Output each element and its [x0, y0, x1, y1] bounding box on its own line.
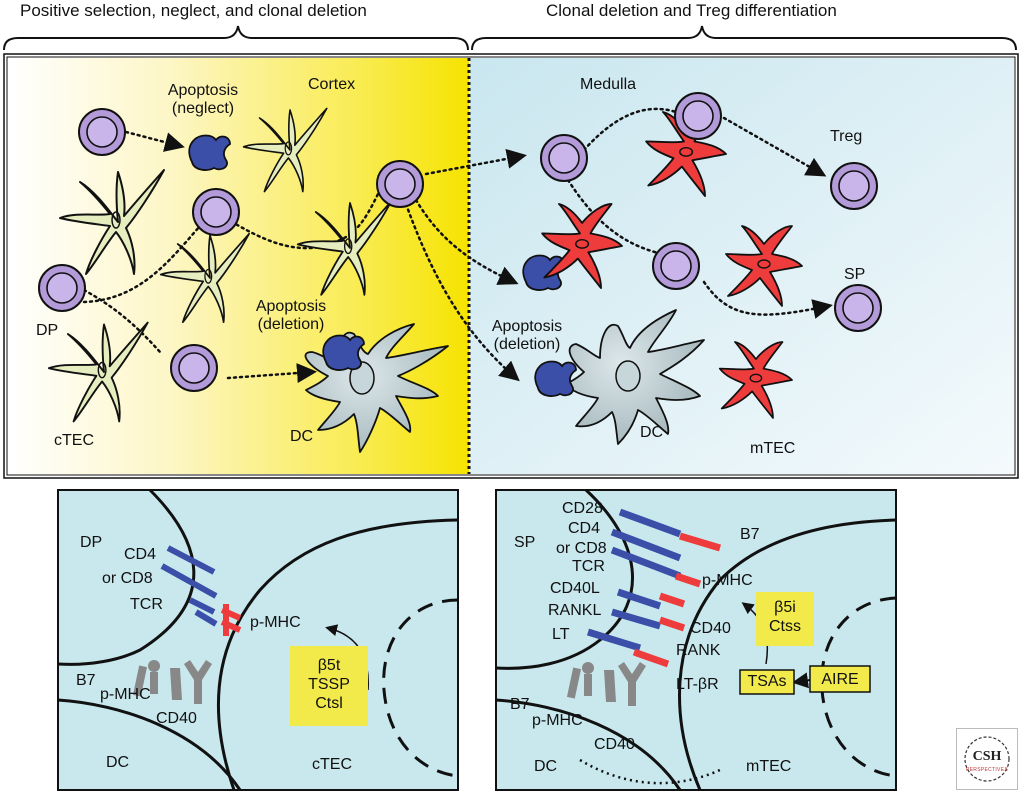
thymocyte-icon	[674, 92, 722, 140]
thymocyte-icon	[834, 284, 882, 332]
ctec-interaction-panel	[57, 489, 459, 791]
dc-cortex-label: DC	[290, 428, 314, 445]
thymocyte-icon	[170, 344, 218, 392]
br-p-mhc-dc-label: p-MHC	[532, 712, 583, 729]
right-brace	[471, 25, 1017, 51]
thymocyte-icon	[376, 160, 424, 208]
br-cd40-label: CD40	[690, 620, 731, 637]
br-cd40l-label: CD40L	[550, 580, 600, 597]
bl-tcr-label: TCR	[130, 596, 163, 613]
br-cd4-label: CD4	[568, 520, 601, 537]
br-cd28-label: CD28	[562, 500, 603, 517]
br-aire-box: AIRE	[821, 671, 859, 688]
bl-dc-label: DC	[106, 754, 130, 771]
br-rankl-label: RANKL	[548, 602, 602, 619]
bl-cd4-label: CD4	[124, 546, 157, 563]
br-rank-label: RANK	[676, 642, 721, 659]
apoptotic-cell-icon	[188, 134, 231, 171]
bl-dp-label: DP	[80, 534, 103, 551]
bl-cd40-label: CD40	[156, 710, 197, 727]
medulla-label: Medulla	[580, 76, 637, 93]
thymocyte-icon	[652, 242, 700, 290]
cortex-label: Cortex	[308, 76, 356, 93]
bl-or-cd8-label: or CD8	[102, 570, 153, 587]
apoptosis-deletion-cortex-label: Apoptosis(deletion)	[255, 298, 327, 333]
br-or-cd8-label: or CD8	[556, 540, 607, 557]
br-sp-label: SP	[514, 534, 536, 551]
mtec-label: mTEC	[750, 440, 796, 457]
br-lt-label: LT	[552, 626, 570, 643]
right-header: Clonal deletion and Treg differentiation	[546, 1, 837, 20]
br-tcr-label: TCR	[572, 558, 605, 575]
left-brace	[3, 25, 469, 51]
thymocyte-icon	[540, 134, 588, 182]
thymocyte-icon	[78, 108, 126, 156]
apoptotic-cell-icon	[322, 334, 365, 371]
bl-p-mhc-label: p-MHC	[250, 614, 301, 631]
br-dc-label: DC	[534, 758, 558, 775]
br-cd40-dc-label: CD40	[594, 736, 635, 753]
apoptosis-neglect-label: Apoptosis(neglect)	[167, 82, 239, 117]
csh-logo-icon: CSH PERSPECTIVES	[956, 728, 1018, 790]
thymocyte-icon	[38, 264, 86, 312]
sp-label: SP	[844, 266, 866, 283]
dc-medulla-label: DC	[640, 424, 664, 441]
treg-label: Treg	[830, 128, 863, 145]
bl-p-mhc-dc-label: p-MHC	[100, 686, 151, 703]
br-b7-label: B7	[740, 526, 760, 543]
br-tsas-box: TSAs	[747, 673, 787, 690]
bl-b7-label: B7	[76, 672, 96, 689]
apoptotic-cell-icon	[534, 360, 577, 397]
br-mtec-label: mTEC	[746, 758, 792, 775]
ctec-label: cTEC	[54, 432, 94, 449]
bl-ctec-label: cTEC	[312, 756, 352, 773]
left-header: Positive selection, neglect, and clonal …	[20, 1, 367, 20]
br-p-mhc-label: p-MHC	[702, 572, 753, 589]
br-b7-dc-label: B7	[510, 696, 530, 713]
br-lt-br-label: LT-βR	[676, 676, 719, 693]
thymocyte-icon	[192, 188, 240, 236]
dp-label: DP	[36, 322, 59, 339]
thymocyte-icon	[830, 162, 878, 210]
dendritic-cell-icon	[565, 309, 705, 445]
apoptosis-deletion-medulla-label: Apoptosis(deletion)	[491, 318, 563, 353]
